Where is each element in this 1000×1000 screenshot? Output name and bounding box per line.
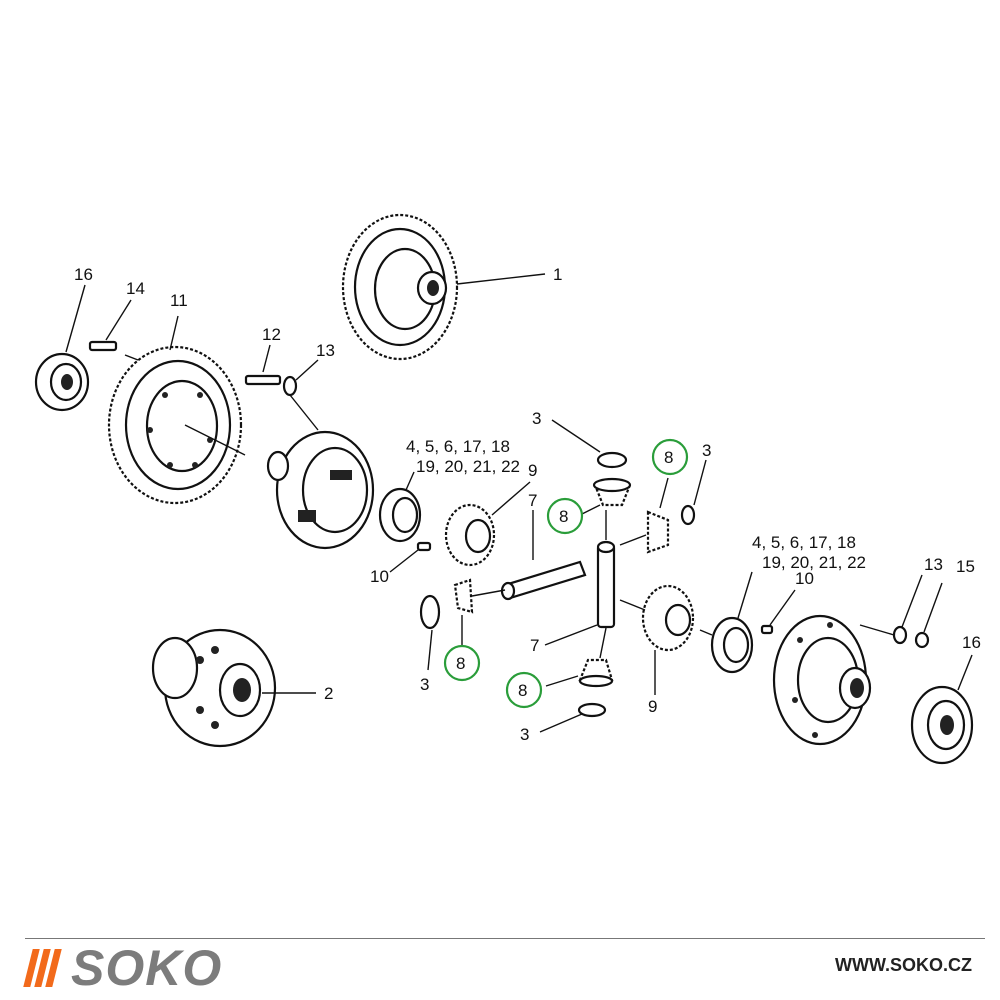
crown-gear [107, 345, 243, 505]
bearing-right [910, 685, 974, 765]
bearing-left [34, 352, 90, 412]
label-8: 8 [518, 681, 527, 700]
pinion-gear-left [453, 578, 474, 614]
label-14: 14 [126, 279, 145, 298]
label-16: 16 [74, 265, 93, 284]
label-16: 16 [962, 633, 981, 652]
highlight-circle-8-left [443, 644, 481, 682]
label-13: 13 [924, 555, 943, 574]
pin-10-left [416, 541, 432, 552]
spherical-washer-top [596, 451, 628, 469]
pinion-gear-right [646, 510, 670, 554]
label-3: 3 [702, 441, 711, 460]
brand-name: SOKO [71, 940, 223, 996]
label-7: 7 [528, 491, 537, 510]
pinion-gear-bottom [578, 658, 614, 688]
brand-logo: SOKO [23, 940, 223, 996]
side-gear-lower [641, 584, 695, 652]
label-8: 8 [664, 448, 673, 467]
label-8: 8 [456, 654, 465, 673]
label-9: 9 [528, 461, 537, 480]
spherical-washer-bottom [577, 702, 607, 718]
label-13: 13 [316, 341, 335, 360]
label-15: 15 [956, 557, 975, 576]
label-10: 10 [370, 567, 389, 586]
bolt-12 [244, 374, 282, 386]
label-1: 1 [553, 265, 562, 284]
label-7: 7 [530, 636, 539, 655]
differential-cover [772, 614, 872, 746]
spherical-washer-left [419, 594, 441, 630]
label-9: 9 [648, 697, 657, 716]
label-10: 10 [795, 569, 814, 588]
spherical-washer-right [680, 504, 696, 526]
group-label-right-line2: 19, 20, 21, 22 [762, 553, 866, 572]
label-8: 8 [559, 507, 568, 526]
label-2: 2 [324, 684, 333, 703]
cross-shaft-horizontal [500, 560, 587, 601]
highlight-circle-8-top-right [651, 438, 689, 476]
footer-divider [25, 938, 985, 939]
nut-15 [914, 631, 930, 649]
label-3: 3 [520, 725, 529, 744]
lock-washer-13-right [892, 625, 908, 645]
group-label-left-line2: 19, 20, 21, 22 [416, 457, 520, 476]
pin-10-right [760, 624, 774, 635]
lock-washer-13-left [282, 375, 298, 397]
pinion-gear-top [592, 477, 632, 507]
ring-gear-assembly [341, 213, 459, 361]
thrust-washer-left [378, 487, 422, 543]
thrust-washer-right [710, 616, 754, 674]
differential-housing [151, 628, 277, 748]
group-label-left-line1: 4, 5, 6, 17, 18 [406, 437, 510, 456]
bolt-14 [88, 340, 118, 352]
differential-carrier [266, 430, 375, 550]
website-url: WWW.SOKO.CZ [835, 955, 972, 975]
highlight-circle-8-bottom [505, 671, 543, 709]
label-12: 12 [262, 325, 281, 344]
label-3: 3 [532, 409, 541, 428]
highlight-circle-8-top-left [546, 497, 584, 535]
label-3: 3 [420, 675, 429, 694]
group-label-right-line1: 4, 5, 6, 17, 18 [752, 533, 856, 552]
cross-shaft-vertical [596, 540, 616, 629]
side-gear-upper [444, 503, 496, 567]
label-11: 11 [170, 291, 188, 310]
